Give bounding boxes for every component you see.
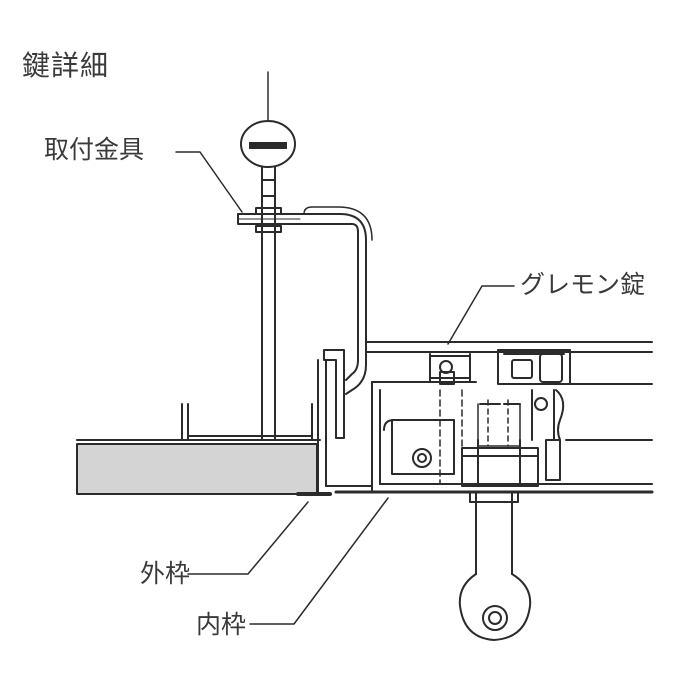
label-outer-frame: 外枠 [140,559,191,588]
outer-frame [296,349,373,496]
gremon-lock [383,349,571,487]
label-gremon-lock: グレモン錠 [520,270,646,299]
mounting-bracket [237,206,373,395]
ceiling-board [76,439,321,495]
label-mounting-bracket: 取付金具 [44,135,145,164]
ceiling-channel [181,403,319,441]
diagram-title: 鍵詳細 [22,49,110,82]
label-inner-frame: 内枠 [196,610,247,639]
key [458,491,532,641]
hanger-bolt [240,71,296,441]
leader-lines [175,151,515,625]
inner-frame [334,341,654,494]
